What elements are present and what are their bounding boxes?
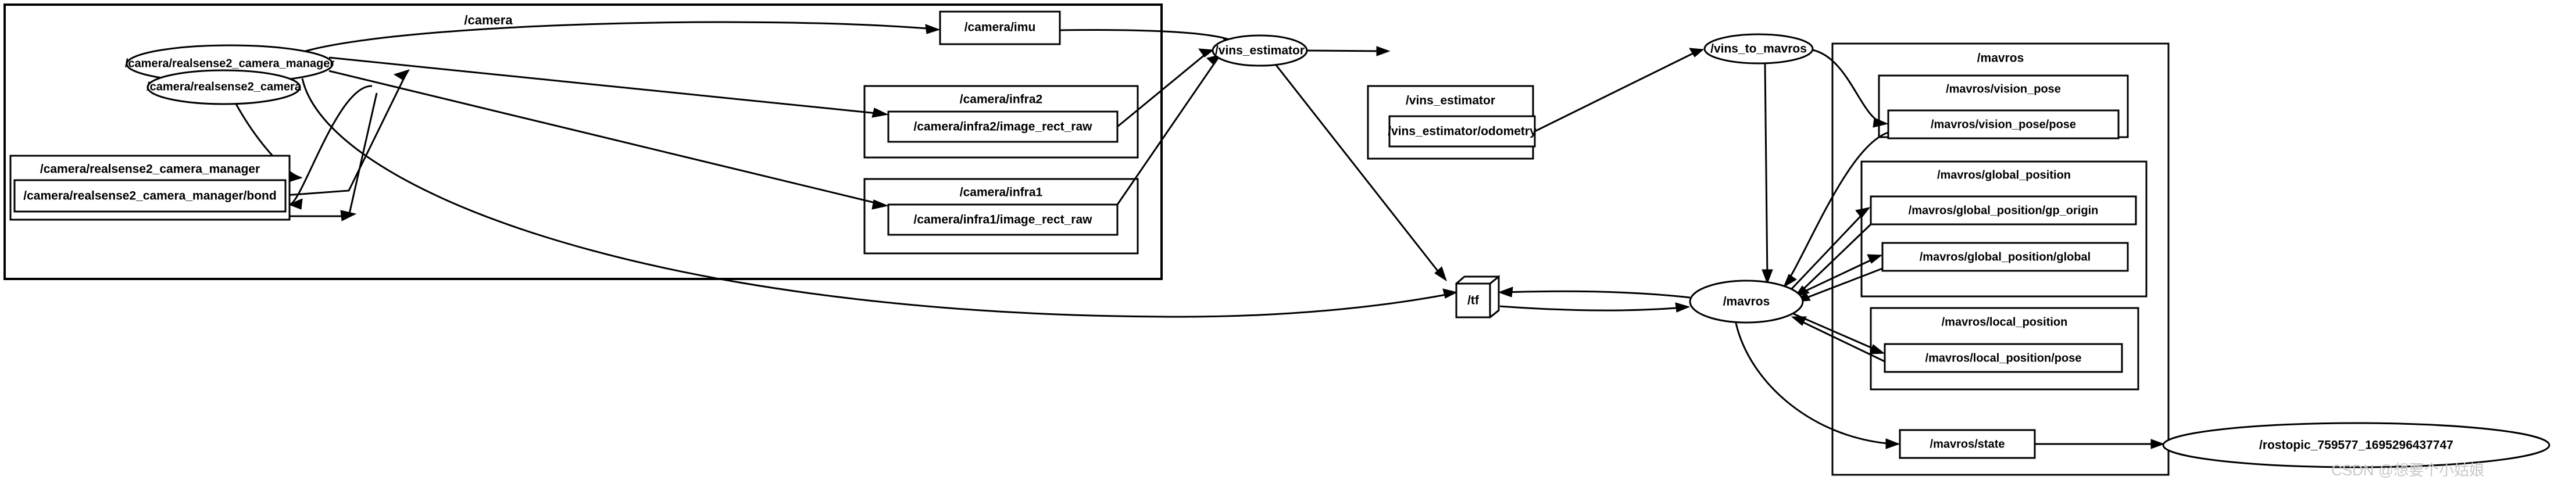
edge-vins-to-mavros-to-vision-pose xyxy=(1812,49,1889,128)
edge-mavros-to-vision-pose xyxy=(1782,131,1889,288)
node-label-vins-to-mavros: /vins_to_mavros xyxy=(1710,42,1807,56)
node-camera-infra1-image-rect-raw[interactable]: /camera/infra1/image_rect_raw xyxy=(887,203,1119,236)
cluster-mavros-global-position[interactable]: /mavros/global_position xyxy=(1860,160,2148,298)
edge-mavros-to-gp-global xyxy=(1796,254,1883,296)
node-camera-infra2-image-rect-raw[interactable]: /camera/infra2/image_rect_raw xyxy=(887,110,1119,143)
node-label-camera-realsense2-camera-manager-bond: /camera/realsense2_camera_manager/bond xyxy=(23,189,276,203)
edge-odometry-to-vins-to-mavros xyxy=(1534,48,1705,133)
edge-mavros-to-local-pose xyxy=(1793,313,1885,354)
edge-vins-estimator-to-tf xyxy=(1275,65,1447,282)
node-mavros-global-position-global[interactable]: /mavros/global_position/global xyxy=(1881,242,2129,272)
edge-vins-estimator-to-odometry xyxy=(1306,46,1391,56)
cluster-label-mavros-local-position: /mavros/local_position xyxy=(1942,316,2068,328)
node-label-camera-infra2-image-rect-raw: /camera/infra2/image_rect_raw xyxy=(913,120,1092,134)
node-camera-realsense2-camera-manager-bond[interactable]: /camera/realsense2_camera_manager/bond xyxy=(13,179,287,213)
cluster-label-mavros: /mavros xyxy=(1977,52,2024,65)
cluster-label-vins-estimator: /vins_estimator xyxy=(1406,94,1495,108)
node-label-vins-estimator: /vins_estimator xyxy=(1215,44,1305,58)
edge-cam-mgr-ell-to-camera-imu xyxy=(305,21,941,52)
edge-mavros-to-gp-origin xyxy=(1789,207,1871,291)
node-vins-estimator-odometry[interactable]: /vins_estimator/odometry xyxy=(1388,115,1537,148)
node-vins-estimator-ellipse[interactable]: /vins_estimator xyxy=(1212,34,1308,67)
cluster-label-camera-infra2: /camera/infra2 xyxy=(960,93,1042,106)
edge-cam-mgr-bond-to-cam-realsense xyxy=(285,92,378,221)
node-label-mavros-global-position-gp-origin: /mavros/global_position/gp_origin xyxy=(1909,204,2099,217)
edge-local-pose-to-mavros xyxy=(1791,316,1885,363)
node-vins-to-mavros-ellipse[interactable]: /vins_to_mavros xyxy=(1703,33,1814,65)
edge-infra2-to-vins-estimator xyxy=(1117,48,1214,128)
node-label-camera-realsense2-camera-manager: /camera/realsense2_camera_manager xyxy=(40,163,260,176)
cluster-label-mavros-global-position: /mavros/global_position xyxy=(1937,169,2071,181)
edge-cam-realsense-to-cam-mgr-bond xyxy=(288,85,373,210)
node-label-mavros-global-position-global: /mavros/global_position/global xyxy=(1920,250,2091,263)
node-camera-imu[interactable]: /camera/imu xyxy=(939,10,1061,45)
node-label-mavros-local-position-pose: /mavros/local_position/pose xyxy=(1925,352,2082,364)
cluster-label-camera: /camera xyxy=(464,13,513,27)
watermark-text: CSDN @想要个小姑娘 xyxy=(2331,461,2484,479)
node-mavros-vision-pose-pose[interactable]: /mavros/vision_pose/pose xyxy=(1887,109,2120,139)
node-label-mavros-state: /mavros/state xyxy=(1930,438,2005,450)
node-mavros-ellipse[interactable]: /mavros xyxy=(1689,280,1804,324)
node-tf[interactable]: /tf xyxy=(1455,274,1500,318)
node-label-mavros-vision-pose-pose: /mavros/vision_pose/pose xyxy=(1931,118,2076,131)
node-label-tf: /tf xyxy=(1467,294,1480,307)
edge-vins-to-mavros-to-mavros xyxy=(1762,63,1773,285)
node-mavros-global-position-gp-origin[interactable]: /mavros/global_position/gp_origin xyxy=(1870,195,2137,225)
node-label-camera-imu: /camera/imu xyxy=(964,21,1036,34)
node-mavros-state[interactable]: /mavros/state xyxy=(1899,429,2036,459)
cluster-label-camera-infra1: /camera/infra1 xyxy=(960,186,1043,199)
edge-mavros-to-state xyxy=(1735,323,1900,449)
node-rostopic[interactable]: /rostopic_759577_1695296437747 xyxy=(2162,422,2550,468)
node-label-camera-realsense2-camera: /camera/realsense2_camera xyxy=(147,80,302,93)
edge-layer xyxy=(218,21,2165,449)
node-camera-realsense2-camera-ellipse[interactable]: /camera/realsense2_camera xyxy=(147,69,302,105)
edge-cam-mgr-ell-to-infra1 xyxy=(328,70,889,210)
edge-tf-to-mavros xyxy=(1499,302,1691,313)
edge-cam-mgr-bond-to-cam-mgr-ell xyxy=(285,69,410,196)
node-label-camera-infra1-image-rect-raw: /camera/infra1/image_rect_raw xyxy=(913,213,1092,227)
cluster-label-mavros-vision-pose: /mavros/vision_pose xyxy=(1946,83,2061,95)
edge-state-to-rostopic xyxy=(2035,439,2165,449)
edge-cam-mgr-ell-to-infra2 xyxy=(328,56,889,118)
node-label-camera-realsense2-camera-manager-ellipse: /camera/realsense2_camera_manager xyxy=(125,57,334,70)
edge-mavros-to-tf xyxy=(1498,287,1691,299)
node-label-rostopic: /rostopic_759577_1695296437747 xyxy=(2259,439,2453,452)
edge-camera-manager-to-tf xyxy=(301,78,1458,318)
node-mavros-local-position-pose[interactable]: /mavros/local_position/pose xyxy=(1884,343,2123,373)
node-label-mavros: /mavros xyxy=(1723,295,1770,309)
node-label-vins-estimator-odometry: /vins_estimator/odometry xyxy=(1388,125,1537,138)
